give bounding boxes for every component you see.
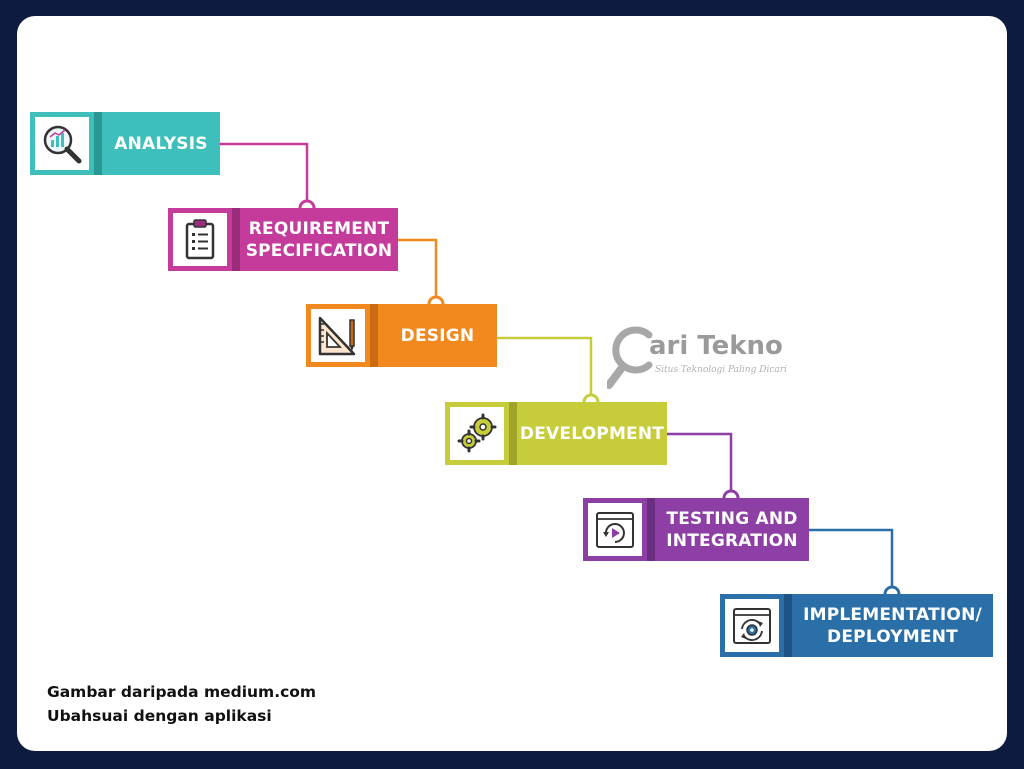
step-implementation-deployment: IMPLEMENTATION/ DEPLOYMENT <box>720 594 993 657</box>
connector-design-development <box>497 336 593 402</box>
step-requirement-specification: REQUIREMENT SPECIFICATION <box>168 208 398 271</box>
step-label-design: DESIGN <box>378 304 497 367</box>
step-icon-box <box>306 304 370 367</box>
step-icon-box <box>30 112 94 175</box>
step-label-testing-integration: TESTING AND INTEGRATION <box>655 498 809 561</box>
step-icon-box <box>168 208 232 271</box>
credit-line-2: Ubahsuai dengan aplikasi <box>47 707 272 725</box>
step-label-development: DEVELOPMENT <box>517 402 667 465</box>
connector-analysis-requirement <box>220 142 309 208</box>
gear-cycle-icon <box>733 607 771 644</box>
step-analysis: ANALYSIS <box>30 112 220 175</box>
image-credit: Gambar daripada medium.com Ubahsuai deng… <box>47 680 316 728</box>
step-icon-box <box>583 498 647 561</box>
page-frame: ANALYSIS REQUIREMENT SPECIFICATION <box>17 16 1007 751</box>
watermark-text: ari Tekno <box>649 331 783 361</box>
step-icon-box <box>445 402 509 465</box>
step-label-requirement-specification: REQUIREMENT SPECIFICATION <box>240 208 398 271</box>
step-label-analysis: ANALYSIS <box>102 112 220 175</box>
step-testing-integration: TESTING AND INTEGRATION <box>583 498 809 561</box>
credit-line-1: Gambar daripada medium.com <box>47 683 317 701</box>
connector-testing-implementation <box>809 528 894 594</box>
clipboard-icon <box>185 218 215 259</box>
connector-requirement-design <box>398 238 438 304</box>
magnifier-logo-icon <box>607 326 653 389</box>
step-label-implementation-deployment: IMPLEMENTATION/ DEPLOYMENT <box>792 594 993 657</box>
step-development: DEVELOPMENT <box>445 402 667 465</box>
ruler-triangle-icon <box>318 316 356 355</box>
step-design: DESIGN <box>306 304 497 367</box>
watermark-logo: ari Tekno Situs Teknologi Paling Dicari <box>607 321 807 401</box>
magnifier-chart-icon <box>43 125 82 163</box>
play-cycle-icon <box>596 511 634 548</box>
watermark-subtitle: Situs Teknologi Paling Dicari <box>655 365 787 375</box>
step-icon-box <box>720 594 784 657</box>
connector-development-testing <box>667 432 733 498</box>
gears-icon <box>457 413 497 452</box>
